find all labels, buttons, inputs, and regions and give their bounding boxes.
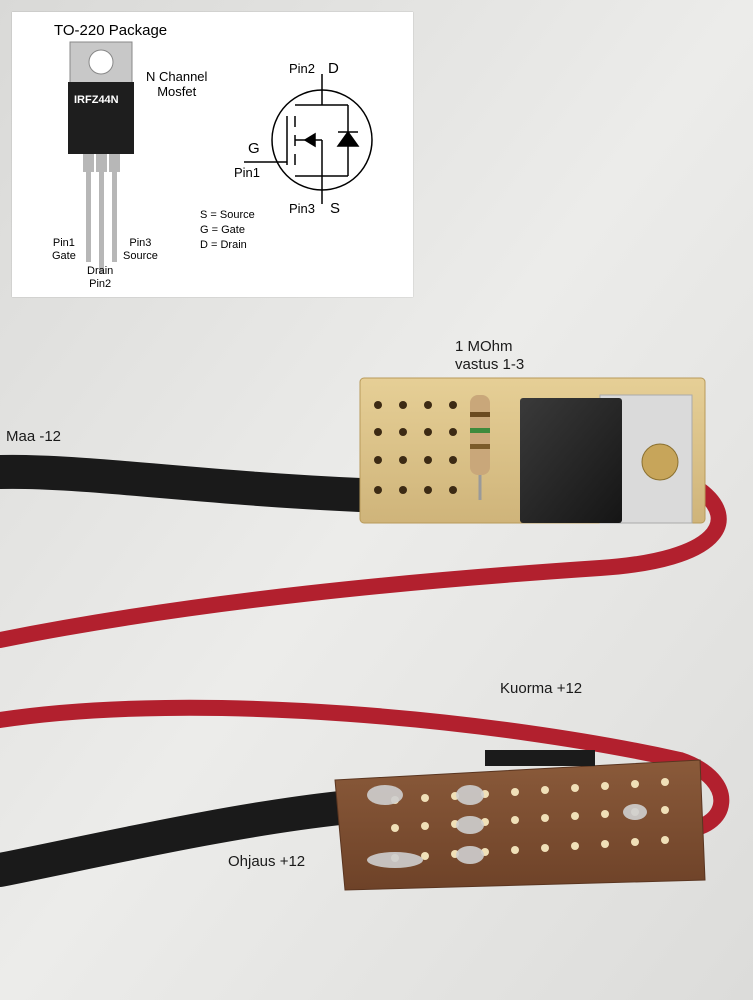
to220-package-drawing bbox=[68, 41, 134, 274]
red-wire-upper bbox=[0, 482, 727, 648]
resistor-label: 1 MOhm vastus 1-3 bbox=[455, 338, 525, 373]
ground-wire bbox=[0, 454, 377, 512]
pin3-source-label: Pin3 Source bbox=[123, 237, 158, 262]
mosfet-diagram-graphics bbox=[68, 41, 373, 274]
ground-label: Maa -12 bbox=[6, 428, 62, 445]
upper-pcb bbox=[359, 377, 706, 524]
symbol-drain-letter: D bbox=[328, 60, 339, 77]
symbol-gate-letter: G bbox=[248, 140, 260, 157]
legend-drain: D = Drain bbox=[200, 239, 247, 251]
symbol-source-letter: S bbox=[330, 200, 341, 217]
control-label: Ohjaus +12 bbox=[228, 853, 306, 870]
red-wire-load bbox=[0, 699, 730, 838]
symbol-pin3-label: Pin3 bbox=[289, 201, 316, 216]
mosfet-symbol bbox=[244, 74, 373, 204]
control-wire bbox=[0, 791, 357, 887]
legend-source: S = Source bbox=[200, 209, 255, 221]
chip-marking: IRFZ44N bbox=[74, 94, 119, 106]
package-title: TO-220 Package bbox=[54, 22, 168, 39]
channel-label: N Channel Mosfet bbox=[146, 69, 208, 99]
legend-gate: G = Gate bbox=[200, 224, 245, 236]
symbol-pin1-label: Pin1 bbox=[234, 165, 261, 180]
lower-pcb bbox=[334, 750, 706, 891]
symbol-pin2-label: Pin2 bbox=[289, 61, 316, 76]
pin1-gate-label: Pin1 Gate bbox=[52, 237, 76, 262]
mosfet-pinout-diagram: TO-220 Package IRFZ44N N Channel Mosfet … bbox=[12, 12, 413, 297]
load-label: Kuorma +12 bbox=[500, 680, 583, 697]
pin2-drain-label: Drain Pin2 bbox=[87, 265, 114, 290]
